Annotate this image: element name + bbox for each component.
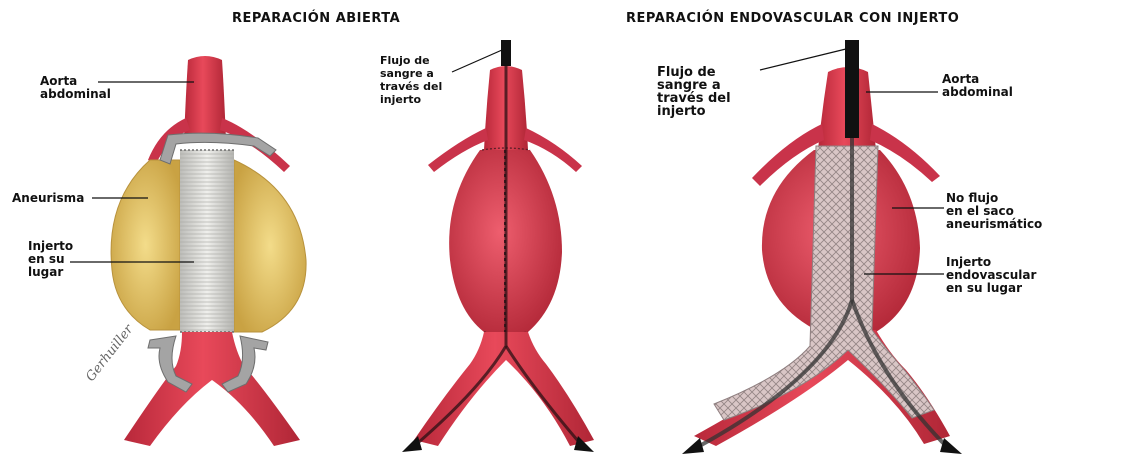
label-aorta-abdominal-left: Aorta abdominal	[40, 75, 111, 101]
label-flujo-mid: Flujo de sangre a través del injerto	[380, 54, 442, 106]
label-flujo-right: Flujo de sangre a través del injerto	[657, 66, 731, 118]
label-aneurisma: Aneurisma	[12, 192, 84, 205]
title-open-repair: REPARACIÓN ABIERTA	[232, 12, 400, 25]
title-endovascular-repair: REPARACIÓN ENDOVASCULAR CON INJERTO	[626, 12, 959, 25]
label-no-flujo: No flujo en el saco aneurismático	[946, 192, 1042, 231]
left-upper-aorta	[184, 56, 226, 140]
aneurysm-sac	[111, 160, 180, 330]
leader-flujo-right	[760, 48, 850, 70]
label-injerto-left: Injerto en su lugar	[28, 240, 73, 279]
label-aorta-abdominal-right: Aorta abdominal	[942, 73, 1013, 99]
right-catheter	[845, 40, 859, 138]
mid-catheter	[501, 40, 511, 66]
open-repair-figure	[111, 56, 306, 446]
endo-arrow-left	[682, 438, 704, 454]
label-injerto-endovascular: Injerto endovascular en su lugar	[946, 256, 1036, 295]
left-lower-aorta	[124, 332, 300, 446]
